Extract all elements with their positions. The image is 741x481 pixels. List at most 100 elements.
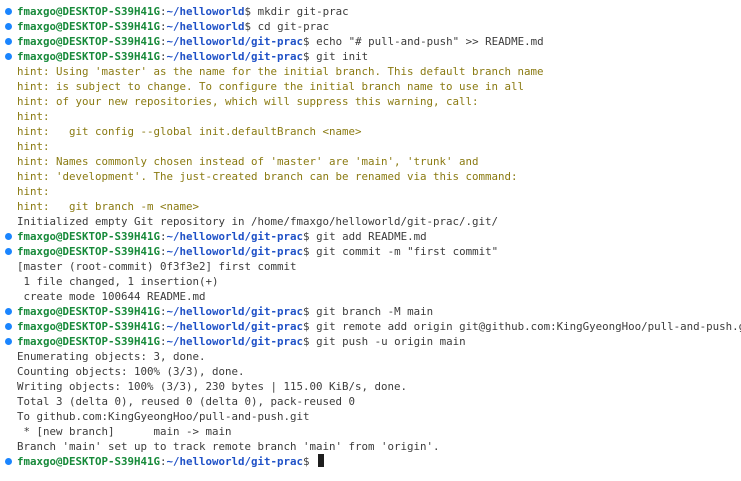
command-status-dot-icon[interactable] xyxy=(5,23,12,30)
prompt-path: ~/helloworld/git-prac xyxy=(166,335,304,348)
command-status-dot-icon[interactable] xyxy=(5,338,12,345)
prompt-user-host: fmaxgo@DESKTOP-S39H41G xyxy=(17,230,161,243)
output-line: Total 3 (delta 0), reused 0 (delta 0), p… xyxy=(5,394,741,409)
command-status-dot-icon[interactable] xyxy=(5,458,12,465)
output-line: To github.com:KingGyeongHoo/pull-and-pus… xyxy=(5,409,741,424)
prompt-user-host: fmaxgo@DESKTOP-S39H41G xyxy=(17,245,161,258)
prompt-separator: : xyxy=(160,50,167,63)
prompt-user-host: fmaxgo@DESKTOP-S39H41G xyxy=(17,320,161,333)
output-text: Total 3 (delta 0), reused 0 (delta 0), p… xyxy=(17,395,356,408)
hint-line: hint: Using 'master' as the name for the… xyxy=(5,64,741,79)
prompt-separator: : xyxy=(160,455,167,468)
prompt-line: fmaxgo@DESKTOP-S39H41G:~/helloworld/git-… xyxy=(5,244,741,259)
command-status-dot-icon[interactable] xyxy=(5,248,12,255)
output-text: Branch 'main' set up to track remote bra… xyxy=(17,440,440,453)
hint-line: hint: xyxy=(5,139,741,154)
hint-line: hint: xyxy=(5,109,741,124)
prompt-user-host: fmaxgo@DESKTOP-S39H41G xyxy=(17,50,161,63)
prompt-line: fmaxgo@DESKTOP-S39H41G:~/helloworld$ mkd… xyxy=(5,4,741,19)
hint-text: hint: git config --global init.defaultBr… xyxy=(17,125,362,138)
prompt-user-host: fmaxgo@DESKTOP-S39H41G xyxy=(17,305,161,318)
hint-text: hint: xyxy=(17,110,50,123)
command-status-dot-icon[interactable] xyxy=(5,53,12,60)
prompt-line: fmaxgo@DESKTOP-S39H41G:~/helloworld/git-… xyxy=(5,334,741,349)
command-status-dot-icon[interactable] xyxy=(5,323,12,330)
command-text: echo "# pull-and-push" >> README.md xyxy=(309,35,544,48)
prompt-path: ~/helloworld/git-prac xyxy=(166,305,304,318)
prompt-dollar: $ xyxy=(303,455,310,468)
prompt-line: fmaxgo@DESKTOP-S39H41G:~/helloworld/git-… xyxy=(5,454,741,469)
prompt-separator: : xyxy=(160,20,167,33)
command-text: git push -u origin main xyxy=(309,335,466,348)
prompt-dollar: $ xyxy=(303,230,310,243)
prompt-dollar: $ xyxy=(303,335,310,348)
command-status-dot-icon[interactable] xyxy=(5,8,12,15)
output-text: * [new branch] main -> main xyxy=(17,425,232,438)
hint-text: hint: Names commonly chosen instead of '… xyxy=(17,155,479,168)
command-text: git init xyxy=(309,50,369,63)
prompt-line: fmaxgo@DESKTOP-S39H41G:~/helloworld/git-… xyxy=(5,319,741,334)
output-line: Initialized empty Git repository in /hom… xyxy=(5,214,741,229)
output-text: Enumerating objects: 3, done. xyxy=(17,350,206,363)
output-text: 1 file changed, 1 insertion(+) xyxy=(17,275,219,288)
command-status-dot-icon[interactable] xyxy=(5,38,12,45)
prompt-dollar: $ xyxy=(303,320,310,333)
hint-text: hint: Using 'master' as the name for the… xyxy=(17,65,544,78)
output-line: Branch 'main' set up to track remote bra… xyxy=(5,439,741,454)
command-status-dot-icon[interactable] xyxy=(5,233,12,240)
hint-line: hint: git branch -m <name> xyxy=(5,199,741,214)
prompt-user-host: fmaxgo@DESKTOP-S39H41G xyxy=(17,35,161,48)
command-status-dot-icon[interactable] xyxy=(5,308,12,315)
prompt-path: ~/helloworld/git-prac xyxy=(166,230,304,243)
prompt-line: fmaxgo@DESKTOP-S39H41G:~/helloworld/git-… xyxy=(5,34,741,49)
output-line: create mode 100644 README.md xyxy=(5,289,741,304)
output-text: Initialized empty Git repository in /hom… xyxy=(17,215,499,228)
command-text: git branch -M main xyxy=(309,305,434,318)
hint-text: hint: is subject to change. To configure… xyxy=(17,80,525,93)
command-text: git add README.md xyxy=(309,230,427,243)
hint-text: hint: git branch -m <name> xyxy=(17,200,200,213)
command-text: mkdir git-prac xyxy=(251,5,349,18)
prompt-dollar: $ xyxy=(303,245,310,258)
command-text xyxy=(310,455,317,468)
prompt-path: ~/helloworld/git-prac xyxy=(166,245,304,258)
prompt-separator: : xyxy=(160,35,167,48)
prompt-dollar: $ xyxy=(303,50,310,63)
prompt-path: ~/helloworld/git-prac xyxy=(166,455,304,468)
prompt-dollar: $ xyxy=(303,305,310,318)
hint-text: hint: xyxy=(17,140,50,153)
output-line: [master (root-commit) 0f3f3e2] first com… xyxy=(5,259,741,274)
command-text: cd git-prac xyxy=(251,20,330,33)
output-line: Writing objects: 100% (3/3), 230 bytes |… xyxy=(5,379,741,394)
hint-line: hint: of your new repositories, which wi… xyxy=(5,94,741,109)
prompt-path: ~/helloworld xyxy=(166,5,245,18)
output-text: To github.com:KingGyeongHoo/pull-and-pus… xyxy=(17,410,310,423)
output-line: Counting objects: 100% (3/3), done. xyxy=(5,364,741,379)
prompt-user-host: fmaxgo@DESKTOP-S39H41G xyxy=(17,20,161,33)
hint-line: hint: is subject to change. To configure… xyxy=(5,79,741,94)
hint-text: hint: 'development'. The just-created br… xyxy=(17,170,518,183)
prompt-path: ~/helloworld xyxy=(166,20,245,33)
terminal-cursor[interactable] xyxy=(318,454,325,467)
prompt-line: fmaxgo@DESKTOP-S39H41G:~/helloworld$ cd … xyxy=(5,19,741,34)
prompt-path: ~/helloworld/git-prac xyxy=(166,35,304,48)
output-line: 1 file changed, 1 insertion(+) xyxy=(5,274,741,289)
hint-line: hint: Names commonly chosen instead of '… xyxy=(5,154,741,169)
prompt-user-host: fmaxgo@DESKTOP-S39H41G xyxy=(17,5,161,18)
command-text: git remote add origin git@github.com:Kin… xyxy=(309,320,741,333)
prompt-dollar: $ xyxy=(303,35,310,48)
prompt-dollar: $ xyxy=(244,5,252,18)
prompt-user-host: fmaxgo@DESKTOP-S39H41G xyxy=(17,455,161,468)
prompt-dollar: $ xyxy=(244,20,252,33)
prompt-path: ~/helloworld/git-prac xyxy=(166,320,304,333)
hint-text: hint: xyxy=(17,185,50,198)
output-line: Enumerating objects: 3, done. xyxy=(5,349,741,364)
prompt-separator: : xyxy=(160,5,167,18)
prompt-path: ~/helloworld/git-prac xyxy=(166,50,304,63)
output-text: Writing objects: 100% (3/3), 230 bytes |… xyxy=(17,380,408,393)
hint-line: hint: git config --global init.defaultBr… xyxy=(5,124,741,139)
hint-text: hint: of your new repositories, which wi… xyxy=(17,95,479,108)
output-text: create mode 100644 README.md xyxy=(17,290,206,303)
hint-line: hint: xyxy=(5,184,741,199)
